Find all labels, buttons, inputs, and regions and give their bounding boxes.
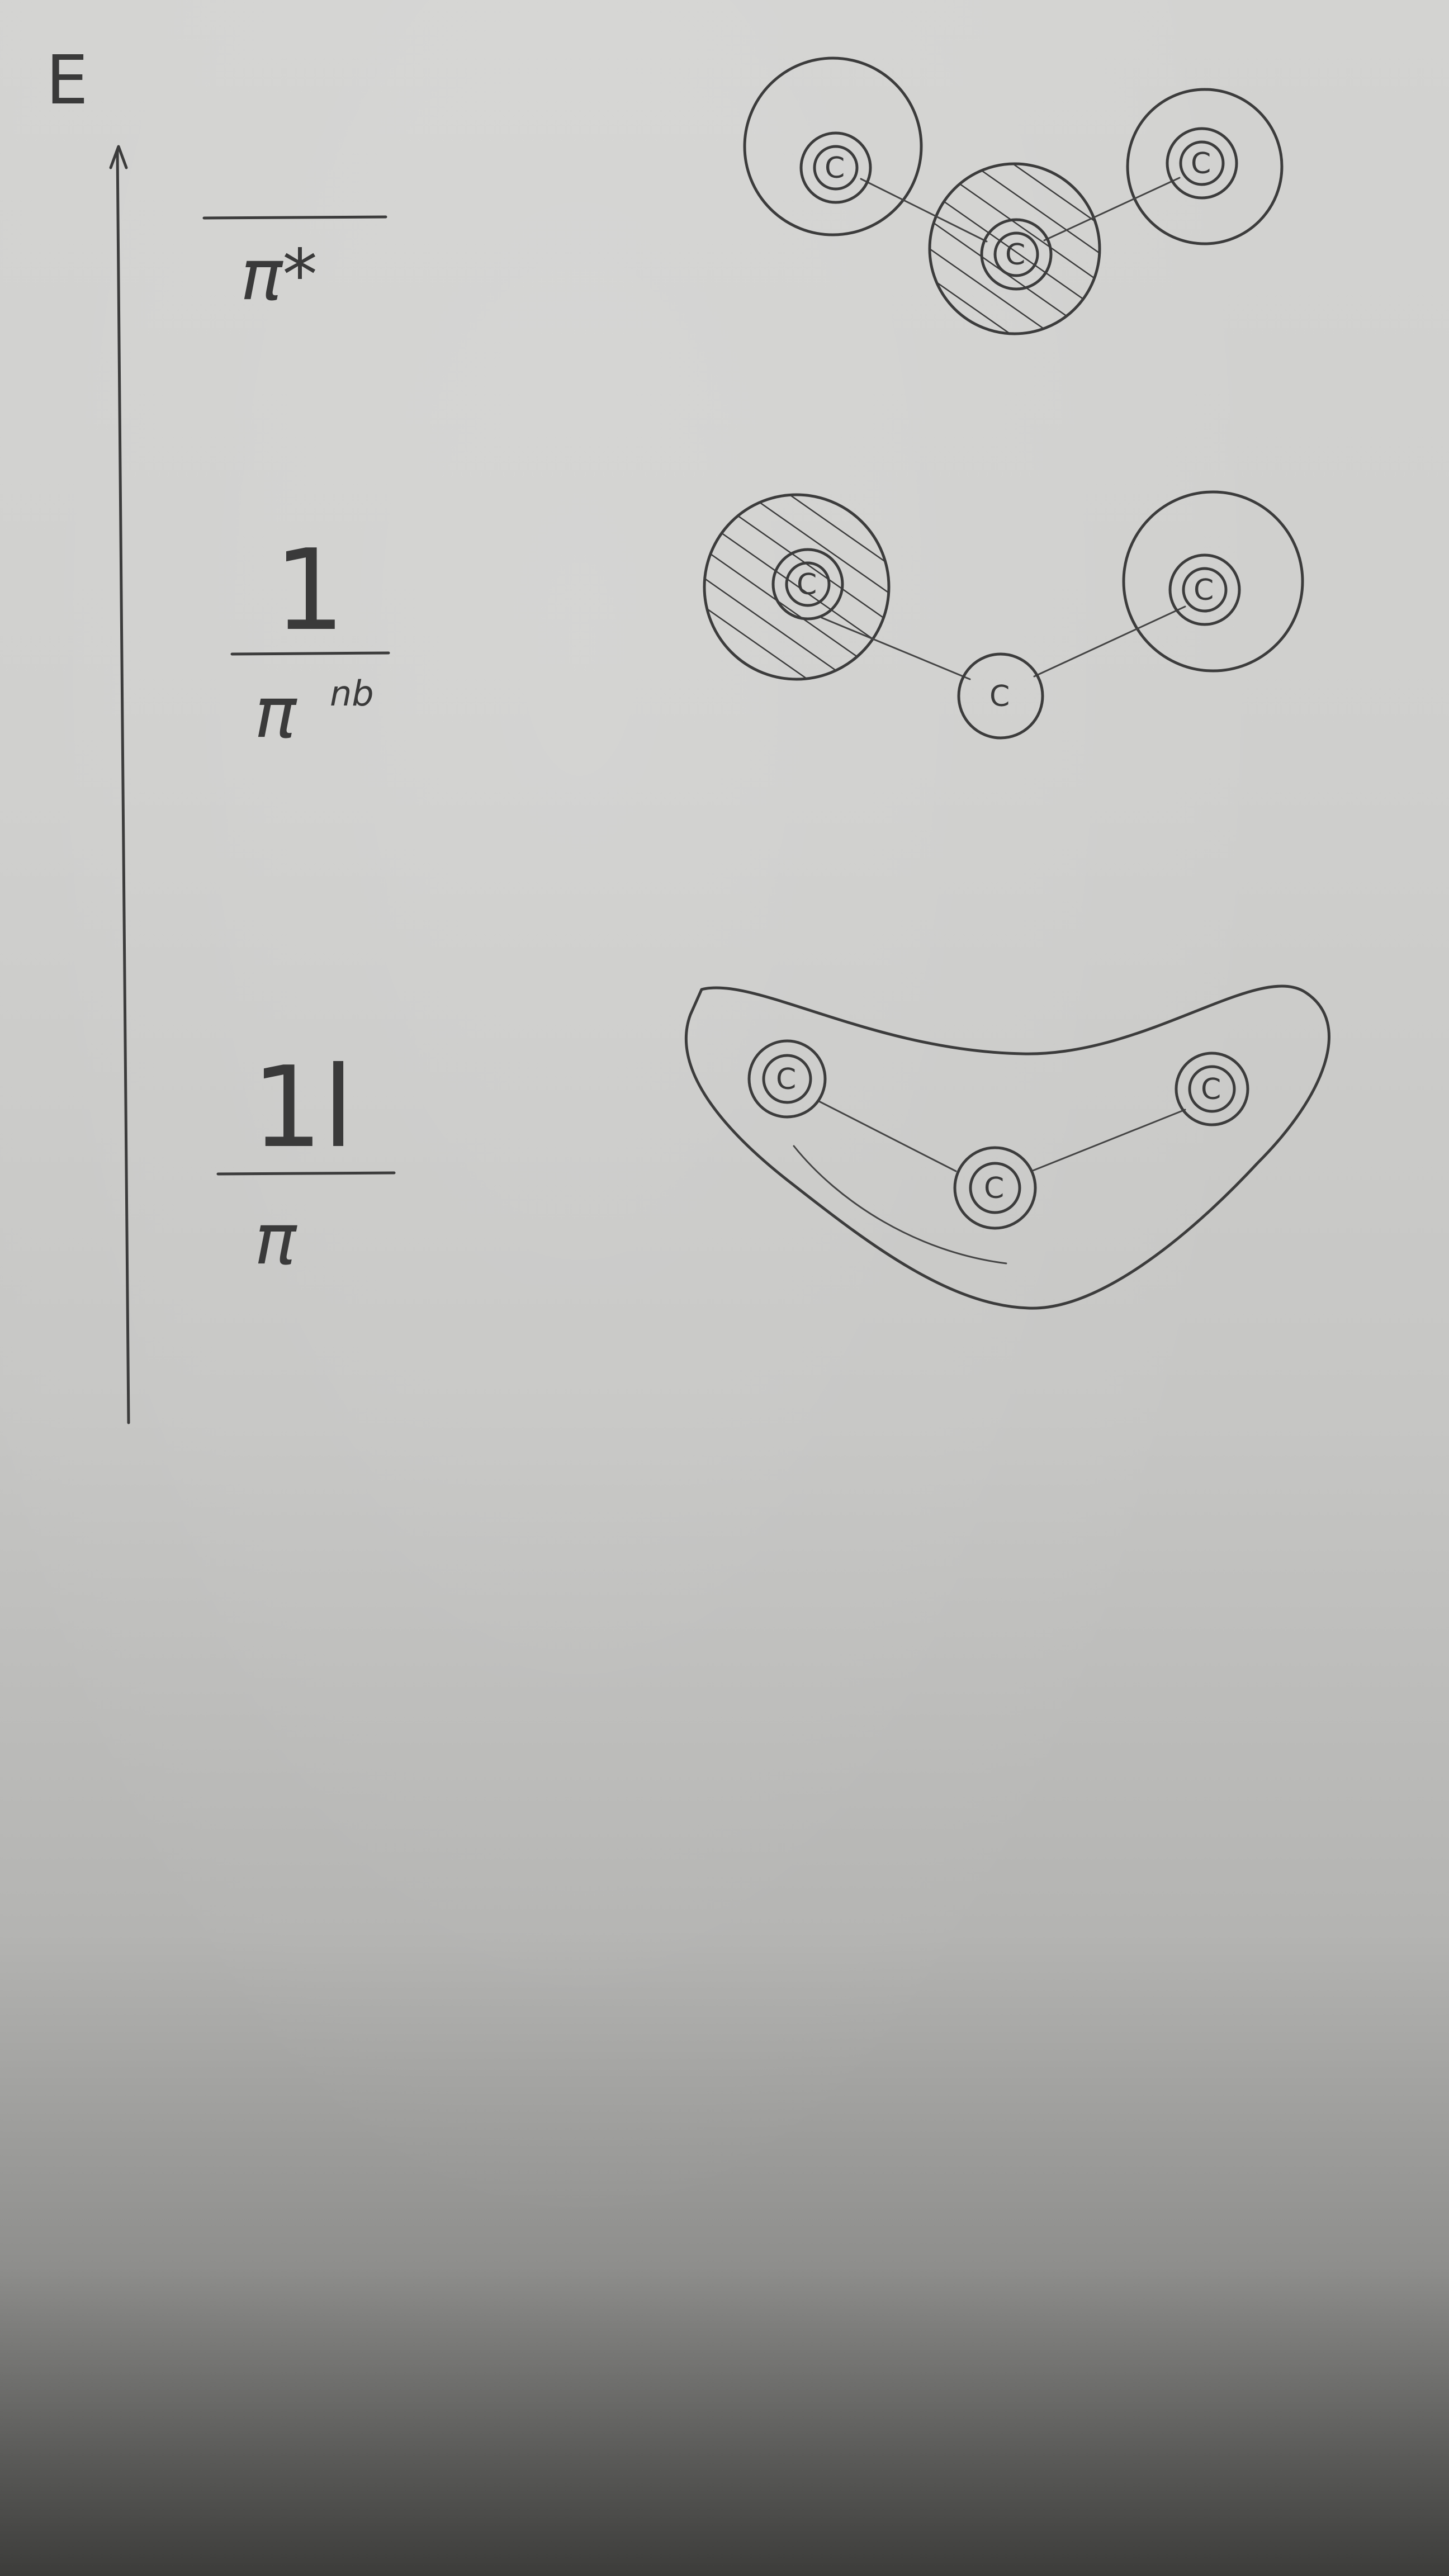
carbon-atom-inner <box>993 231 1039 277</box>
bond-line <box>1030 1109 1186 1172</box>
orbital-lobe-center-shaded <box>928 162 1101 335</box>
carbon-atom <box>747 1039 827 1119</box>
orbital-lobe-left-shaded <box>703 493 891 681</box>
energy-axis-label: E <box>46 42 88 120</box>
carbon-atom-inner <box>1182 567 1228 613</box>
orbital-lobe-right <box>1122 490 1304 673</box>
level-superscript-pi-nb: nb <box>330 673 374 714</box>
orbital-pi: C C C <box>684 984 1330 1310</box>
carbon-atom <box>1175 1052 1249 1126</box>
carbon-atom <box>953 1146 1037 1230</box>
carbon-atom-inner <box>1179 140 1225 186</box>
carbon-atom-label: C <box>1191 147 1211 181</box>
carbon-atom-label: C <box>1005 238 1025 272</box>
energy-axis: E <box>46 42 130 1424</box>
carbon-atom-inner <box>785 561 831 607</box>
carbon-atom-inner <box>762 1054 812 1104</box>
carbon-atom <box>1166 127 1238 200</box>
level-line-pi-star <box>202 215 387 220</box>
orbital-lobe-right <box>1126 88 1284 245</box>
carbon-atom-label: C <box>984 1172 1004 1205</box>
bond-line <box>821 617 971 680</box>
carbon-atom-inner <box>813 145 859 191</box>
bond-line <box>860 178 988 243</box>
bond-line <box>1043 177 1181 242</box>
carbon-atom-label: C <box>776 1063 796 1096</box>
level-line-pi-nb <box>230 651 390 656</box>
carbon-atom-inner <box>969 1162 1021 1214</box>
carbon-atom-label: C <box>1194 574 1214 607</box>
carbon-atom <box>980 218 1053 291</box>
orbital-inner-shading <box>793 1145 1007 1265</box>
orbital-lobe-delocalized <box>684 984 1330 1310</box>
orbital-lobe-left <box>743 56 923 236</box>
carbon-atom <box>957 652 1044 740</box>
level-pi-nb: 1 π nb <box>230 525 390 754</box>
carbon-atom-label: C <box>1201 1073 1221 1106</box>
carbon-atom <box>1168 553 1241 626</box>
level-pi: 1l π <box>216 1043 396 1280</box>
orbital-pi-nb: C C C <box>703 490 1304 740</box>
carbon-atom <box>799 131 872 204</box>
carbon-atom-label: C <box>989 680 1010 713</box>
bond-line <box>818 1100 957 1172</box>
level-label-pi: π <box>254 1199 297 1280</box>
level-line-pi <box>216 1171 396 1176</box>
energy-axis-line <box>116 149 130 1424</box>
level-pi-star: π* <box>202 215 387 316</box>
carbon-atom-label: C <box>797 568 817 602</box>
level-label-pi-star: π* <box>240 235 318 316</box>
electron-occupancy-pi: 1l <box>252 1043 354 1173</box>
electron-occupancy-pi-nb: 1 <box>274 525 345 656</box>
level-label-pi-nb: π <box>254 673 297 754</box>
orbital-pi-star: C C C <box>743 56 1284 335</box>
energy-axis-arrowhead <box>109 145 128 169</box>
bond-line <box>1033 605 1186 678</box>
carbon-atom-inner <box>1188 1065 1236 1113</box>
carbon-atom-label: C <box>825 151 845 185</box>
carbon-atom <box>771 548 844 621</box>
